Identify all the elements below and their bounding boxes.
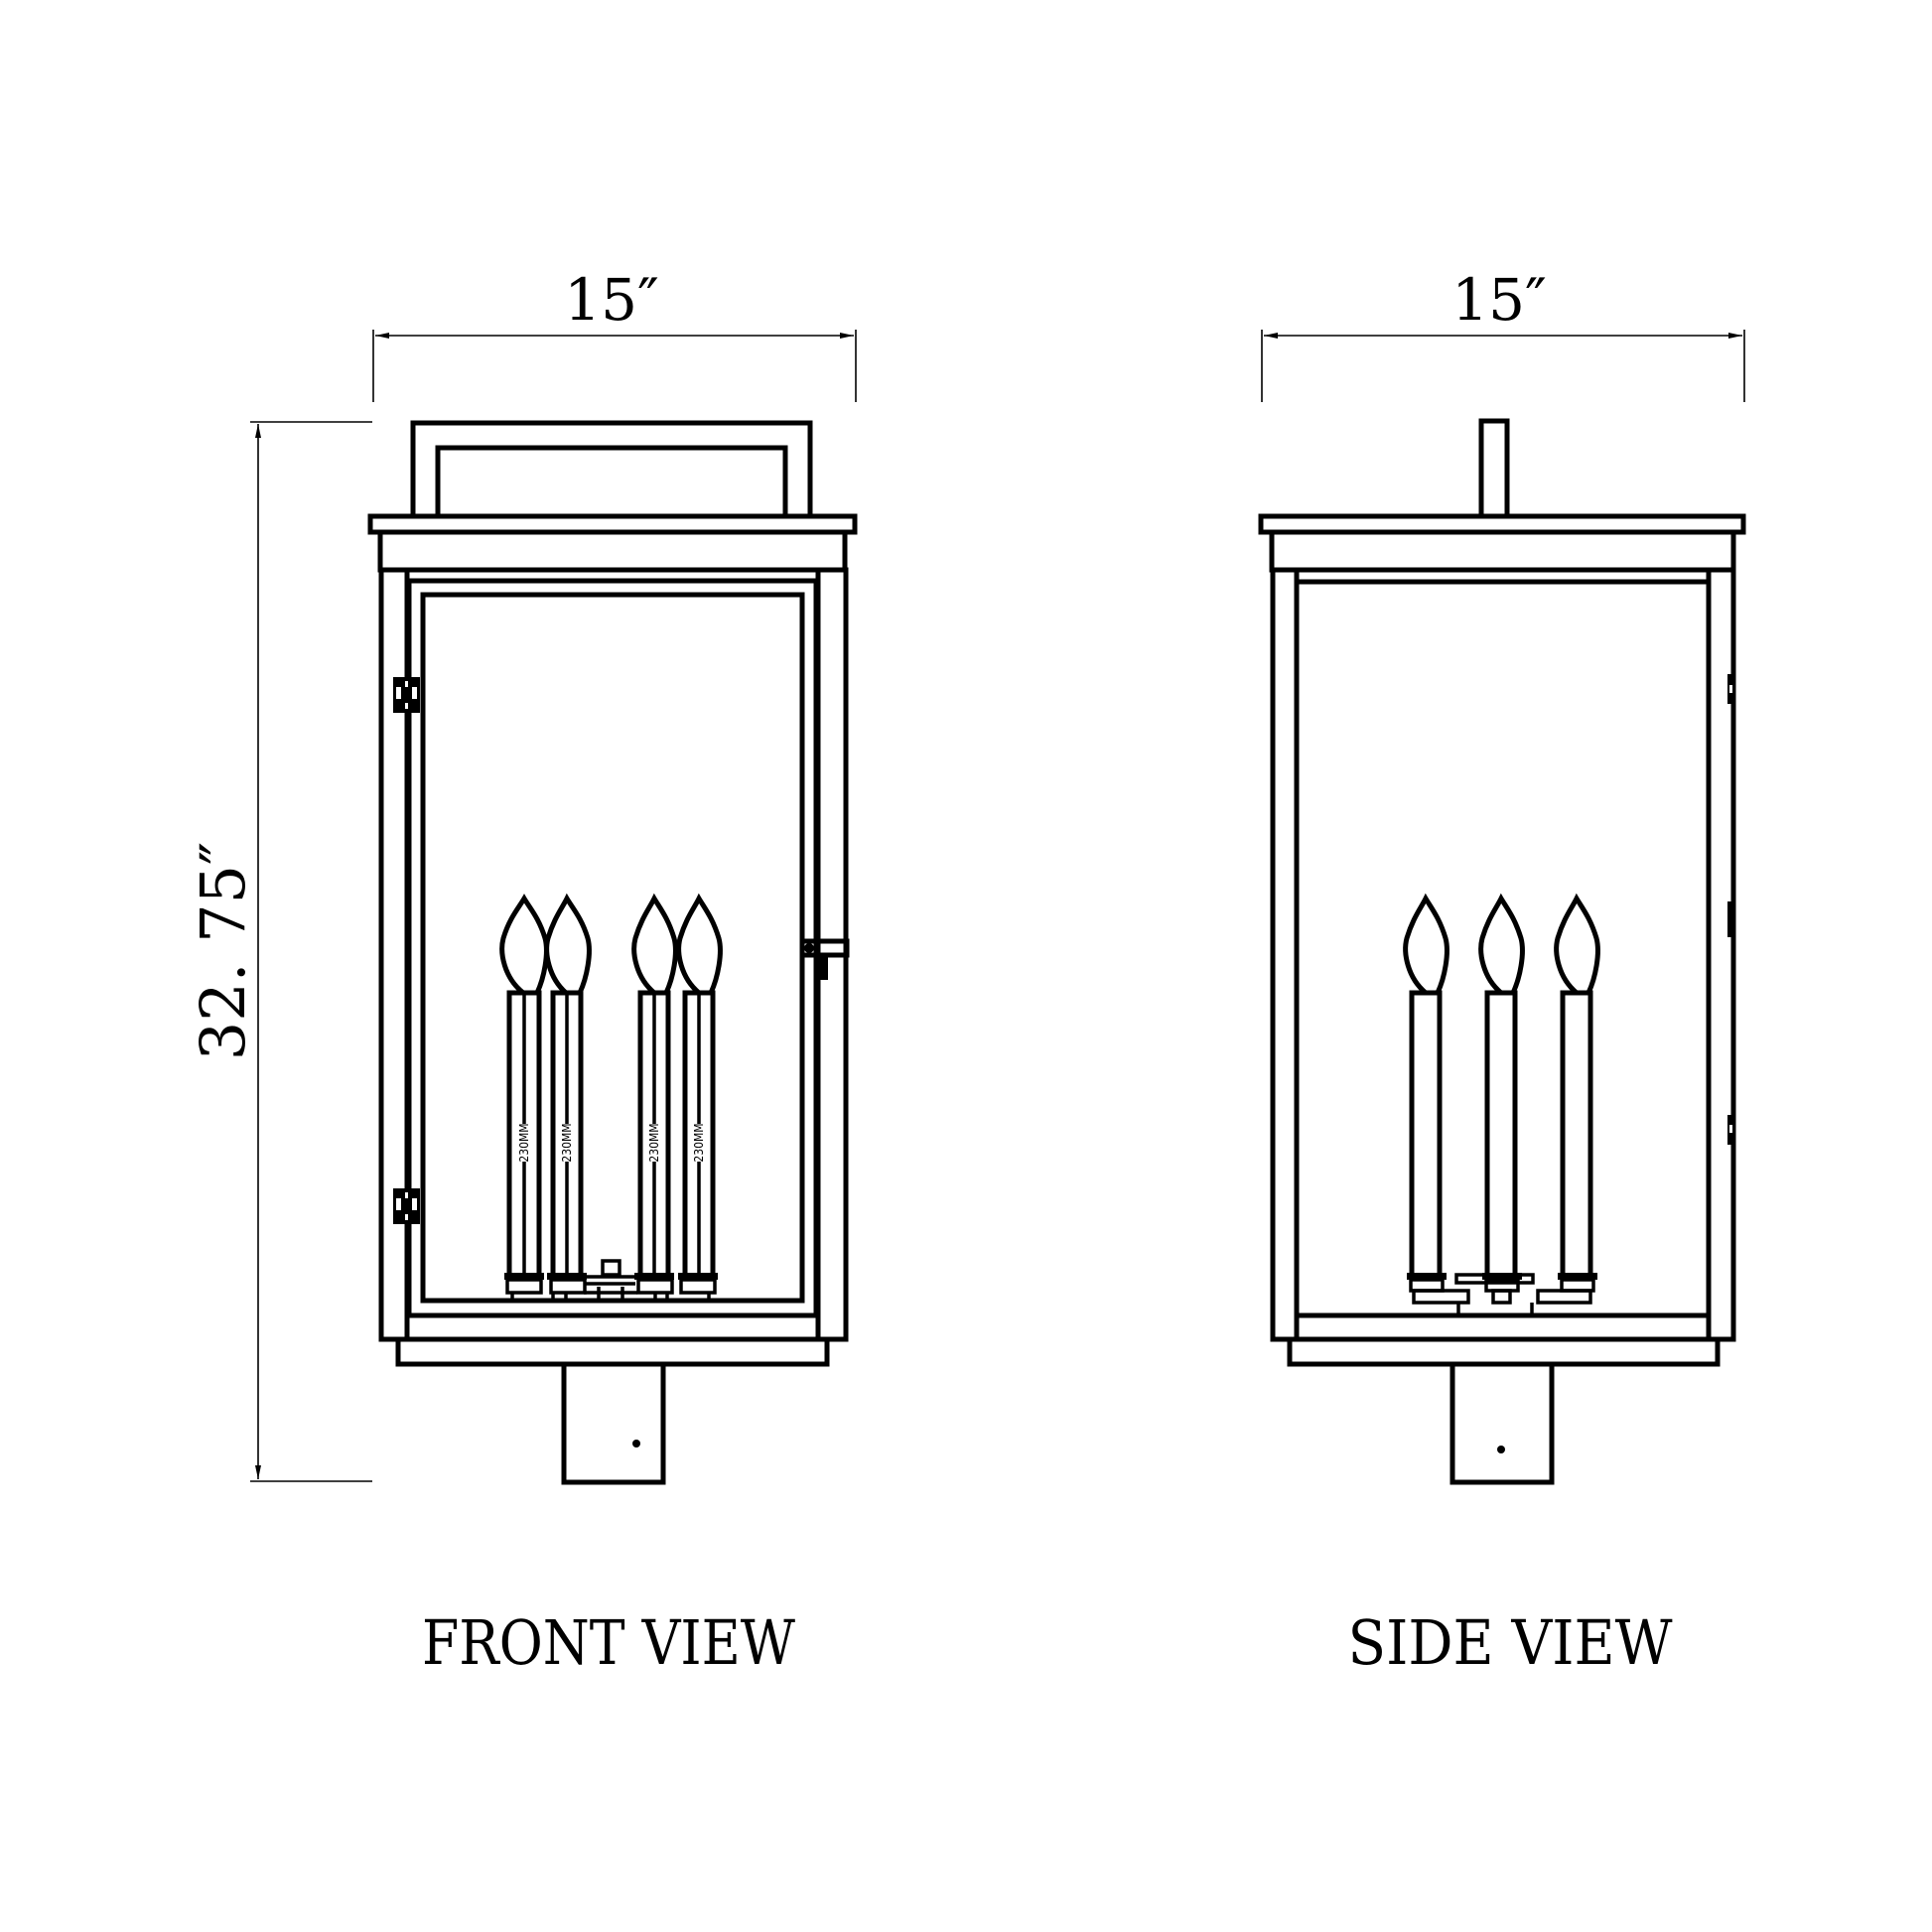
latch-icon xyxy=(799,938,850,980)
candle: 230MM xyxy=(631,893,678,1280)
candle xyxy=(1478,893,1525,1280)
side-left-post xyxy=(1270,567,1300,1342)
side-mount-stem xyxy=(1478,418,1510,519)
top-bracket xyxy=(410,420,813,516)
front-post-fitter xyxy=(561,1361,666,1485)
hinge-icon xyxy=(1727,1115,1734,1145)
side-bottom-rail xyxy=(1294,1312,1712,1342)
hinge-icon xyxy=(393,1188,420,1224)
hinge-icon xyxy=(1727,674,1734,704)
front-width-label: 15″ xyxy=(564,266,658,334)
height-label: 32. 75″ xyxy=(187,842,259,1060)
side-width-label: 15″ xyxy=(1451,266,1546,334)
side-candles xyxy=(1403,893,1600,1315)
front-view: 15″ 32. 75″ xyxy=(187,266,858,1679)
svg-text:230MM: 230MM xyxy=(647,1123,661,1162)
side-view: 15″ xyxy=(1258,266,1746,1679)
front-top-band xyxy=(377,529,848,573)
candle: 230MM xyxy=(544,893,592,1280)
side-base-plate xyxy=(1287,1336,1721,1367)
svg-text:230MM: 230MM xyxy=(692,1123,706,1162)
candle xyxy=(1554,893,1600,1280)
side-top-band xyxy=(1269,529,1736,573)
door-outer xyxy=(406,578,819,1318)
candle: 230MM xyxy=(676,893,723,1280)
front-width-dimension: 15″ xyxy=(372,266,857,402)
latch-icon xyxy=(1727,901,1734,937)
height-dimension: 32. 75″ xyxy=(187,421,372,1482)
front-candles: 230MM 230MM 230MM xyxy=(499,893,723,1301)
candle xyxy=(1403,893,1449,1280)
set-screw-icon xyxy=(1497,1446,1505,1453)
glass-panel xyxy=(420,592,805,1304)
svg-text:230MM: 230MM xyxy=(560,1123,574,1162)
candle-cluster-base xyxy=(504,1259,718,1301)
front-view-label: FRONT VIEW xyxy=(422,1606,795,1679)
set-screw-icon xyxy=(632,1440,640,1448)
candle: 230MM xyxy=(499,894,549,1280)
door-frame xyxy=(404,567,821,1342)
side-width-dimension: 15″ xyxy=(1261,266,1745,402)
front-base-plate xyxy=(395,1336,830,1367)
side-view-label: SIDE VIEW xyxy=(1348,1606,1673,1679)
candle-cluster-base xyxy=(1407,1273,1597,1315)
svg-text:230MM: 230MM xyxy=(517,1123,531,1162)
side-post-fitter xyxy=(1449,1361,1555,1485)
side-top-rail xyxy=(1294,567,1712,585)
hinge-icon xyxy=(393,677,420,713)
front-bottom-rail xyxy=(404,1312,821,1342)
side-right-post xyxy=(1706,567,1736,1342)
